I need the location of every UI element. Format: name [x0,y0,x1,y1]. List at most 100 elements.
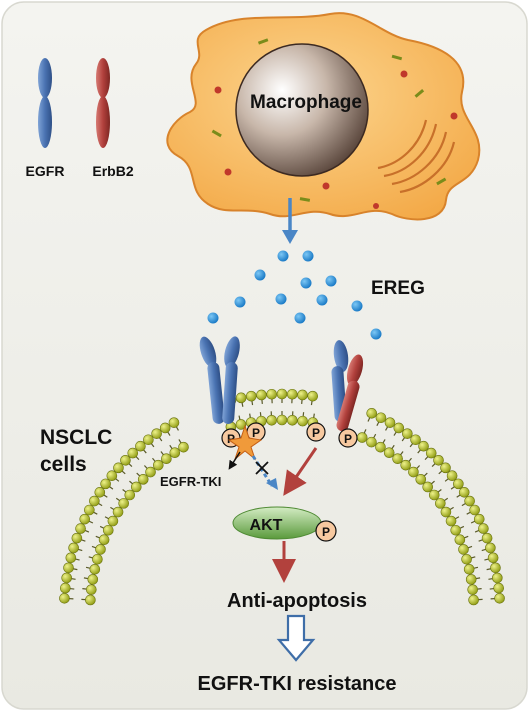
legend-egfr-icon [38,58,52,148]
blocked-egfr-pathway [251,455,278,490]
lipid-head [473,513,485,525]
lipid-head [402,428,413,439]
lipid-head [410,434,421,446]
lipid-head [79,513,91,525]
lipid-head [446,470,458,481]
lipid-head [95,544,106,555]
egfr-tki-star-icon [227,424,263,461]
lipid-head [415,474,427,485]
lipid-head [467,584,478,595]
lipid-head [127,447,139,459]
lipid-head [440,506,452,518]
phospho-akt: P [315,520,337,542]
egfr-dimer [199,336,240,424]
lipid-head [245,390,257,402]
svg-text:P: P [252,426,260,440]
svg-text:P: P [227,432,235,446]
lipid-head [178,441,189,453]
lipid-head [383,447,395,459]
lipid-head [450,524,462,536]
svg-text:P: P [344,432,352,446]
lipid-head [94,487,106,498]
lipid-head [151,428,162,439]
lipid-head [85,594,96,606]
secretion-arrow [282,198,298,244]
lipid-head [112,506,124,518]
nsclc-label-line1: NSCLC [40,426,112,449]
lipid-head [266,414,277,426]
lipid-head [384,417,396,428]
lipid-head [59,593,70,604]
lipid-head [366,408,378,419]
lipid-head [453,478,464,490]
lipid-head [469,504,480,516]
lipid-head [152,459,164,471]
lipid-head [89,563,101,575]
lipid-head [113,462,124,474]
ereg-ligands [207,250,382,340]
lipid-head [464,495,475,507]
lipid-head [375,412,387,424]
lipid-head [118,498,129,509]
lipid-head [445,515,457,527]
lipid-head [465,574,477,585]
lipid-head [256,389,267,401]
lipid-head [440,462,451,474]
lipid-head [169,447,181,459]
akt-label: AKT [250,517,283,534]
lipid-head [481,532,493,544]
lipid-head [106,470,118,481]
lipid-head [433,454,444,466]
macrophage-nucleus [235,43,369,177]
resistance-label: EGFR-TKI resistance [198,673,397,695]
lipid-head [168,417,180,428]
lipid-head [135,440,146,452]
lipid-head [468,594,479,606]
phospho-heterodimer-left: P [306,422,326,442]
lipid-head [137,474,149,485]
lipid-head [463,563,475,575]
lipid-head [366,436,377,448]
lipid-head [120,454,131,466]
lipid-head [63,562,74,574]
lipid-head [84,504,95,516]
lipid-head [276,414,288,426]
lipid-head [297,415,308,427]
lipid-head [75,523,86,534]
egfr-erbb2-dimer [331,340,364,432]
heterodimer-activation-arrow [283,447,318,496]
lipid-head [461,553,472,565]
phospho-heterodimer-right: P [338,428,358,448]
lipid-head [458,487,470,498]
lipid-head [393,422,405,434]
lipid-head [89,495,100,507]
macrophage-label: Macrophage [250,92,362,113]
svg-text:P: P [312,426,320,440]
legend-egfr-label: EGFR [26,163,65,179]
ereg-label: EREG [371,278,425,299]
lipid-head [494,593,505,604]
lipid-head [375,441,386,453]
hollow-down-arrow [276,614,316,662]
lipid-head [276,388,288,400]
lipid-head [454,534,466,546]
lipid-head [490,562,501,574]
lipid-head [98,534,110,546]
lipid-head [65,552,77,564]
lipid-head [143,434,154,446]
lipid-head [425,447,437,459]
lipid-head [100,478,111,490]
lipid-head [60,582,71,594]
legend-erbb2-label: ErbB2 [92,163,133,179]
anti-apoptosis-label: Anti-apoptosis [227,590,367,612]
egfr-tki-label: EGFR-TKI [160,474,221,489]
lipid-head [493,582,504,594]
tki-pointer-arrow [228,451,241,470]
lipid-head [297,389,308,401]
lipid-head [102,524,114,536]
lipid-head [145,466,156,478]
lipid-head [485,542,496,554]
legend-erbb2-icon [96,58,110,148]
